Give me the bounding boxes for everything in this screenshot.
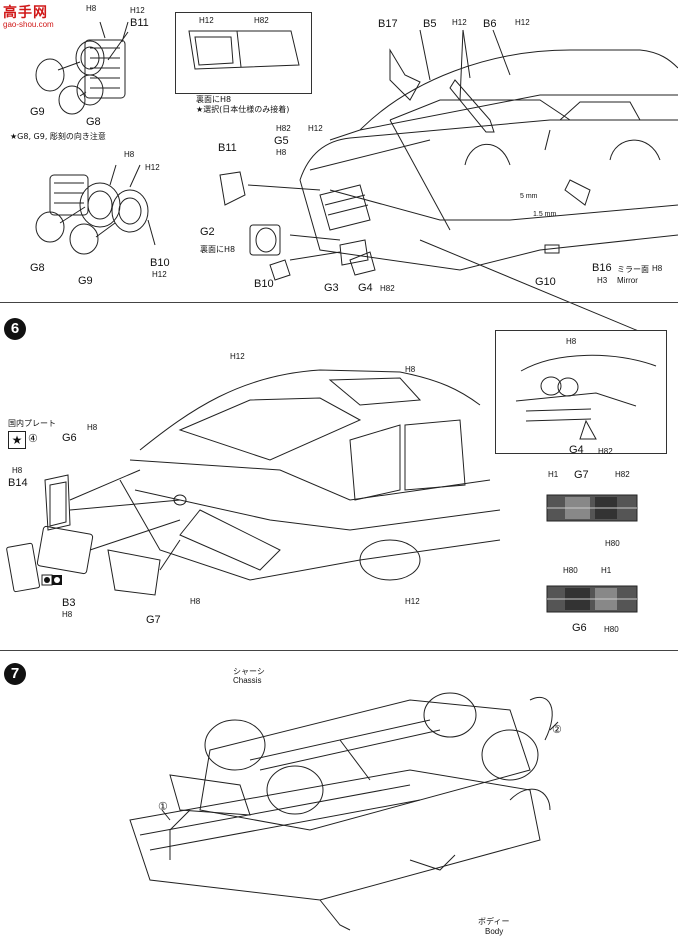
label-body-en: Body <box>485 927 504 936</box>
step-7-badge: 7 <box>4 663 26 685</box>
inset-label-h12: H12 <box>199 16 214 25</box>
label-plate-jp: 国内プレート <box>8 419 56 428</box>
label-g7: G7 <box>146 614 161 626</box>
label-h8-top-left: H8 <box>86 4 97 13</box>
label-b5: B5 <box>423 18 437 30</box>
detail-label-h8: H8 <box>566 337 577 346</box>
label-h8-right: H8 <box>405 365 416 374</box>
tail-bottom-h80b: H80 <box>604 625 619 634</box>
inset-note-select: ★選択(日本仕様のみ接着) <box>196 105 290 114</box>
label-h12-top-left: H12 <box>130 6 145 15</box>
watermark-logo: 高手网 gao-shou.com <box>3 2 73 32</box>
label-front-h8: H8 <box>276 148 287 157</box>
label-h12-top: H12 <box>230 352 245 361</box>
section-divider-1 <box>0 302 678 303</box>
chassis-body-drawing <box>110 670 560 935</box>
window-glass-drawing <box>181 25 303 83</box>
label-g9-top-left: G9 <box>30 106 45 118</box>
label-b16: B16 <box>592 262 612 274</box>
note-g8-g9: ★G8, G9, 彫刻の向き注意 <box>10 132 106 141</box>
window-inset <box>175 12 312 94</box>
label-h8-g6: H8 <box>87 423 98 432</box>
inset-note-back: 裏面にH8 <box>196 95 232 104</box>
label-front-g2: G2 <box>200 226 215 238</box>
label-plate-num: ④ <box>28 433 38 445</box>
label-mirror-jp: ミラー面 <box>617 265 649 274</box>
label-mark-1: ① <box>158 801 168 813</box>
label-mirror-h8: H8 <box>652 264 663 273</box>
rear-lamp-parts <box>0 440 200 640</box>
label-chassis-jp: シャーシ <box>233 667 265 676</box>
label-g9-bottom-left: G9 <box>78 275 93 287</box>
tail-lamp-top-drawing <box>545 485 650 530</box>
label-chassis-en: Chassis <box>233 676 262 685</box>
label-g10: G10 <box>535 276 556 288</box>
label-dim-1-5mm: 1.5 mm <box>533 211 557 218</box>
label-h12-bottom-left: H12 <box>145 163 160 172</box>
label-mirror-en: Mirror <box>617 276 638 285</box>
label-front-back-h8: 裏面にH8 <box>200 245 236 254</box>
watermark-title: 高手网 <box>3 5 48 21</box>
detail-inset-g4 <box>495 330 667 454</box>
label-front-b11: B11 <box>218 142 237 154</box>
detail-label-h82: H82 <box>598 447 613 456</box>
label-front-g3: G3 <box>324 282 339 294</box>
label-front-g5: G5 <box>274 135 289 147</box>
label-front-h82: H82 <box>276 124 291 133</box>
step-6-badge: 6 <box>4 318 26 340</box>
label-g8-top-left: G8 <box>86 116 101 128</box>
label-b11-top-left: B11 <box>130 17 149 29</box>
car-front-drawing <box>210 20 678 290</box>
label-b17: B17 <box>378 18 398 30</box>
tail-bottom-h80: H80 <box>563 566 578 575</box>
section-divider-2 <box>0 650 678 651</box>
label-mark-2: ② <box>552 724 562 736</box>
label-h12-bottom-left-b: H12 <box>152 270 167 279</box>
car-rear-drawing <box>100 350 500 610</box>
label-front-g4-h82: H82 <box>380 284 395 293</box>
label-h12-body-a: H12 <box>452 18 467 27</box>
detail-g4-drawing <box>496 331 666 453</box>
tail-top-h80: H80 <box>605 539 620 548</box>
tail-bottom-g6: G6 <box>572 622 587 634</box>
label-h8-b3: H8 <box>62 610 73 619</box>
label-h12-bottom: H12 <box>405 597 420 606</box>
headlight-group-bottom-drawing <box>30 165 170 270</box>
tail-bottom-h1: H1 <box>601 566 612 575</box>
label-g8-bottom-left: G8 <box>30 262 45 274</box>
label-front-h12: H12 <box>308 124 323 133</box>
label-h12-body-b: H12 <box>515 18 530 27</box>
label-left-h8: H8 <box>12 466 23 475</box>
tail-top-g7: G7 <box>574 469 589 481</box>
tail-lamp-bottom-drawing <box>545 580 650 620</box>
label-h8-bottom: H8 <box>190 597 201 606</box>
inset-label-h82: H82 <box>254 16 269 25</box>
label-g6: G6 <box>62 432 77 444</box>
label-b14: B14 <box>8 477 28 489</box>
label-body-jp: ボディー <box>478 917 510 926</box>
label-front-g4: G4 <box>358 282 373 294</box>
headlight-group-top-drawing <box>30 20 140 120</box>
label-h3: H3 <box>597 276 608 285</box>
detail-label-g4: G4 <box>569 444 584 456</box>
star-box-icon: ★ <box>8 431 26 449</box>
label-h8-bottom-left: H8 <box>124 150 135 159</box>
tail-top-h82: H82 <box>615 470 630 479</box>
label-b3: B3 <box>62 597 76 609</box>
watermark-url: gao-shou.com <box>3 20 54 29</box>
tail-top-h1: H1 <box>548 470 559 479</box>
label-dim-5mm: 5 mm <box>520 193 538 200</box>
label-b6: B6 <box>483 18 497 30</box>
label-b10-bottom-left: B10 <box>150 257 170 269</box>
label-front-b10: B10 <box>254 278 274 290</box>
